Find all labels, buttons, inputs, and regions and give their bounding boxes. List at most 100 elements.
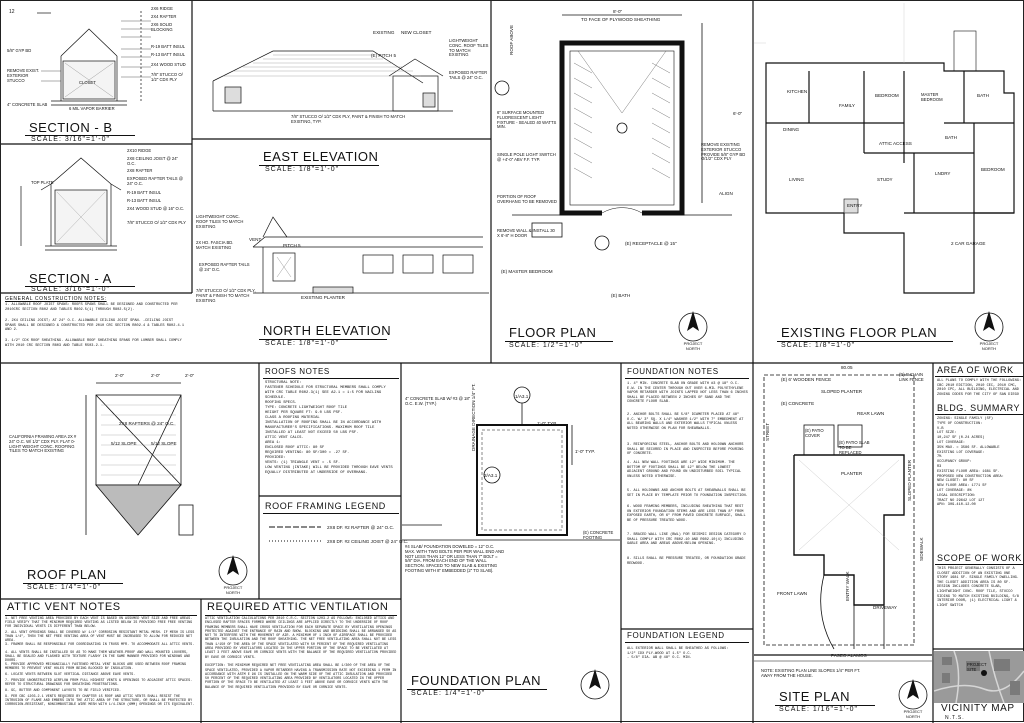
roof-plan-label: 2X8 RAFTERS @ 24" O.C. [119, 421, 175, 426]
foundation-note: 3. REINFORCING STEEL, ANCHOR BOLTS AND H… [627, 443, 746, 457]
north-elev-label: VENT [249, 237, 262, 242]
north-arrow-icon [974, 311, 1004, 342]
site-plan-label: ENTRY WALK [845, 571, 850, 601]
existing-room-label: BEDROOM [981, 167, 1005, 172]
bldg-summary-text: ZONING: SINGLE FAMILY (SF) TYPE OF CONST… [937, 417, 1004, 508]
foundation-plan-label: 1'-0" TYP. [575, 449, 595, 454]
title-underline [505, 341, 613, 342]
required-attic-ventilation-title: REQUIRED ATTIC VENTILATION [207, 601, 389, 613]
site-plan-label: (E) PATIO COVER [805, 428, 824, 438]
foundation-note: 1. 4" MIN. CONCRETE SLAB ON GRADE WITH #… [627, 382, 750, 405]
site-plan-label: DRIVEWAY [873, 605, 897, 610]
east-elev-label: (E) PITCH 5 [371, 53, 397, 58]
floor-plan-label: ROOF ABOVE [509, 24, 514, 55]
site-plan-title: SITE PLAN [779, 689, 850, 704]
roof-plan-title: ROOF PLAN [27, 567, 107, 582]
foundation-note: 2. ANCHOR BOLTS SHALL BE 5/8" DIAMETER P… [627, 413, 746, 431]
site-plan-label: FRONT LAWN [777, 591, 808, 596]
svg-text:12: 12 [9, 9, 15, 15]
foundation-plan-label: 1'-0" TYP. [537, 421, 557, 426]
site-plan-note: NOTE: EXISTING PLAN LINE SLOPES 1/4" PER… [761, 668, 861, 678]
vicinity-map-title: VICINITY MAP [941, 703, 1015, 714]
attic-vent-note: 6. LOCATE VENTS BETWEEN SLOT VERTICAL DI… [5, 673, 136, 677]
bldg-summary-title: BLDG. SUMMARY [937, 403, 1021, 413]
title-underline [25, 135, 135, 136]
roof-plan-scale: SCALE: 1/4"=1'-0" [27, 584, 102, 591]
section-a-label: EXPOSED RAFTER TAILS @ 24" O.C. [127, 176, 183, 186]
north-arrow-icon [580, 669, 610, 700]
existing-room-label: ENTRY [847, 203, 863, 208]
east-elevation-title: EAST ELEVATION [263, 149, 379, 164]
foundation-note: 7. BRACED WALL LINE (BWL) FOR SEISMIC DE… [627, 533, 748, 547]
north-elev-label: EXISTING PLANTER [301, 295, 345, 300]
existing-room-label: BEDROOM [875, 93, 899, 98]
foundation-note: 8. SILLS SHALL BE PRESSURE TREATED, OR F… [627, 557, 748, 566]
section-b-label: 6 MIL VAPOR BARRIER [69, 106, 115, 111]
site-plan-north-label: PROJECT NORTH [903, 709, 923, 719]
attic-vent-note: 4. ALL VENTS SHALL BE INSTALLED SO AS TO… [5, 651, 193, 664]
section-a-label: R-13 BATT INSUL [127, 198, 162, 203]
attic-vent-note: 9. PER CBC 1203.2.1 VENTS REQUIRED BY CH… [5, 695, 195, 708]
site-plan-label: 80.05 [841, 365, 853, 370]
section-a-title: SECTION - A [29, 271, 112, 286]
section-b-label: 2X6 RIDGE [151, 6, 173, 11]
north-elev-label: 7/8" STUCCO O/ 1/2" CDX PLY, PAINT & FIN… [196, 288, 256, 303]
floor-plan-label: REMOVE EXISTING EXTERIOR STUCCO PROVIDE … [701, 142, 746, 162]
attic-vent-note: 8. GC, BUTTER AND COMPONENT LAYOUTS TO B… [5, 689, 121, 693]
title-underline [935, 564, 1023, 565]
north-elev-label: EXPOSED RAFTER TAILS @ 24" O.C. [199, 262, 250, 272]
title-underline [625, 378, 749, 379]
foundation-legend-title: FOUNDATION LEGEND [627, 631, 725, 640]
attic-vent-note: 5. PROVIDE APPROVED MECHANICALLY FASTENE… [5, 663, 189, 672]
east-elevation-drawing [212, 50, 453, 112]
section-b-label: R-19 BATT INSUL [151, 44, 186, 49]
existing-room-label: DINING [783, 127, 800, 132]
title-underline [263, 378, 399, 379]
north-elevation-scale: SCALE: 1/8"=1'-0" [265, 340, 340, 347]
existing-floor-plan-drawing [754, 3, 1015, 294]
floor-plan-scale: SCALE: 1/2"=1'-0" [509, 342, 584, 349]
section-b-label: R-13 BATT INSUL [151, 52, 186, 57]
title-underline [259, 165, 379, 166]
foundation-plan-drawing [402, 386, 620, 541]
roof-plan-label: 2'-0" [185, 373, 195, 378]
floor-plan-label: TO FACE OF PLYWOOD SHEATHING [581, 17, 661, 22]
foundation-plan-label: DRAINAGE DIRECTION 1/4" FT. [471, 383, 476, 451]
general-notes-item: 1. ALLOWABLE ROOF JOIST SPANS: ROOFS SPA… [5, 303, 180, 312]
existing-room-label: FAMILY [839, 103, 855, 108]
floor-plan-drawing [494, 14, 732, 251]
section-b-label: 2X6 SOLID BLOCKING [151, 22, 173, 32]
existing-floor-plan-title: EXISTING FLOOR PLAN [781, 325, 938, 340]
section-a-label: R-19 BATT INSUL [127, 190, 162, 195]
existing-room-label: STUDY [877, 177, 893, 182]
floor-plan-label: 6" SURFACE MOUNTED FLUORESCENT LIGHT FIX… [497, 110, 557, 130]
roof-plan-label: 5/12 SLOPE [111, 441, 137, 446]
existing-room-label: BATH [977, 93, 989, 98]
general-notes-item: 2. 2X4 CEILING JOIST; AT 24" O.C. ALLOWA… [5, 319, 187, 333]
roof-framing-legend-item: 2X8 DF. #2 RAFTER @ 24" O.C. [327, 525, 395, 530]
north-elevation-drawing [252, 216, 489, 294]
east-elev-label: 7/8" STUCCO O/ 1/2" CDX PLY, PAINT & FIN… [291, 114, 406, 124]
north-elevation-title: NORTH ELEVATION [263, 323, 392, 338]
section-b-label: 2X4 WOOD STUD [151, 62, 186, 67]
attic-vent-note: 1. NET FREE VENTING AREA PROVIDED BY EAC… [5, 617, 195, 630]
east-elev-label: EXPOSED RAFTER TAILS @ 24" O.C. [449, 70, 488, 80]
foundation-plan-label: 2/A3.1 [484, 473, 498, 478]
foundation-plan-title: FOUNDATION PLAN [411, 673, 542, 688]
site-plan-drawing [754, 374, 932, 662]
floor-plan-label: (E) MASTER BEDROOM [501, 269, 553, 274]
section-a-scale: SCALE: 3/16"=1'-0" [31, 286, 110, 293]
title-underline [777, 341, 953, 342]
site-plan-label: PLANTER [841, 471, 863, 476]
floor-plan-label: SINGLE POLE LIGHT SWITCH @ +4'-0" ABV F.… [497, 152, 556, 162]
foundation-plan-label: 4" CONCRETE SLAB W/ #3 @ 18" O.C. E.W. (… [405, 396, 471, 406]
title-underline [205, 615, 397, 616]
title-underline [5, 615, 197, 616]
floor-plan-title: FLOOR PLAN [509, 325, 597, 340]
existing-room-label: ATTIC ACCESS [879, 141, 912, 146]
roof-plan-north-label: PROJECT NORTH [223, 585, 243, 595]
existing-room-label: LNDRY [935, 171, 951, 176]
north-elev-label: PITCH 5 [283, 243, 301, 248]
roof-plan-drawing [85, 382, 194, 536]
